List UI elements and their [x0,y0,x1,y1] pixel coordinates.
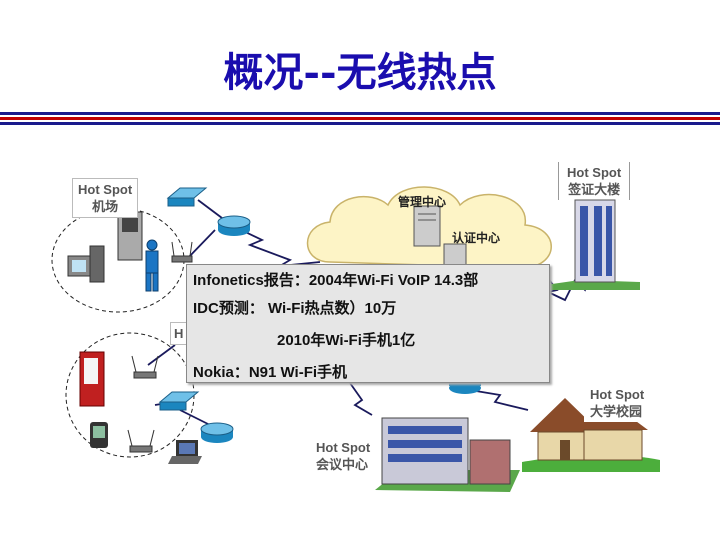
info-line-2010: 2010年Wi-Fi手机1亿 [277,332,416,349]
partial-hotspot-label: H [170,322,188,345]
location-text: 会议中心 [316,457,369,472]
desktop-computer-icon [67,245,105,283]
router-icon [449,380,481,394]
airport-hotspot-label: Hot Spot 机场 [72,178,139,218]
title-rule-red [0,117,720,120]
hotspot-text: Hot Spot [78,182,133,197]
info-line-nokia: Nokia：N91 Wi-Fi手机 [193,364,348,381]
switch-icon [158,391,200,411]
hotspot-text: Hot Spot [590,387,645,402]
title-rule-blue-top [0,112,720,115]
office-building-icon [375,417,520,492]
info-line-infonetics: Infonetics报告：2004年Wi-Fi VoIP 14.3部 [193,272,479,289]
title-rule-blue-bottom [0,122,720,125]
laptop-icon [168,440,202,464]
server-icon [413,205,441,247]
link-line [179,409,211,426]
campus-hotspot-label: Hot Spot 大学校园 [584,384,651,422]
location-text: 机场 [92,199,119,214]
office-building-icon [545,199,640,290]
access-point-icon [127,429,155,453]
link-line [147,344,176,366]
access-point-icon [131,355,159,379]
info-box: Infonetics报告：2004年Wi-Fi VoIP 14.3部 IDC预测… [186,264,550,383]
pda-icon [90,422,108,448]
house-icon [522,398,660,472]
hotspot-text: Hot Spot [316,440,371,455]
info-line-idc: IDC预测： Wi-Fi热点数）10万 [193,300,397,317]
page-title: 概况--无线热点 [223,49,497,96]
access-point-icon [171,241,193,263]
hotspot-text: Hot Spot [567,165,622,180]
link-line [185,229,216,261]
kiosk-icon [117,211,143,261]
person-icon [145,239,159,292]
link-line [349,382,373,416]
auth-center-label: 认证中心 [452,231,501,245]
link-line [197,199,223,219]
management-center-label: 管理中心 [398,195,447,209]
router-icon [200,422,234,443]
vending-machine-icon [79,351,105,407]
location-text: 大学校园 [590,404,643,419]
switch-icon [166,187,208,207]
router-icon [217,215,251,236]
location-text: 签证大楼 [568,182,621,197]
link-line [469,389,529,411]
building-hotspot-label: Hot Spot 签证大楼 [558,162,631,200]
conference-hotspot-label: Hot Spot 会议中心 [310,437,377,475]
server-icon [443,243,467,267]
